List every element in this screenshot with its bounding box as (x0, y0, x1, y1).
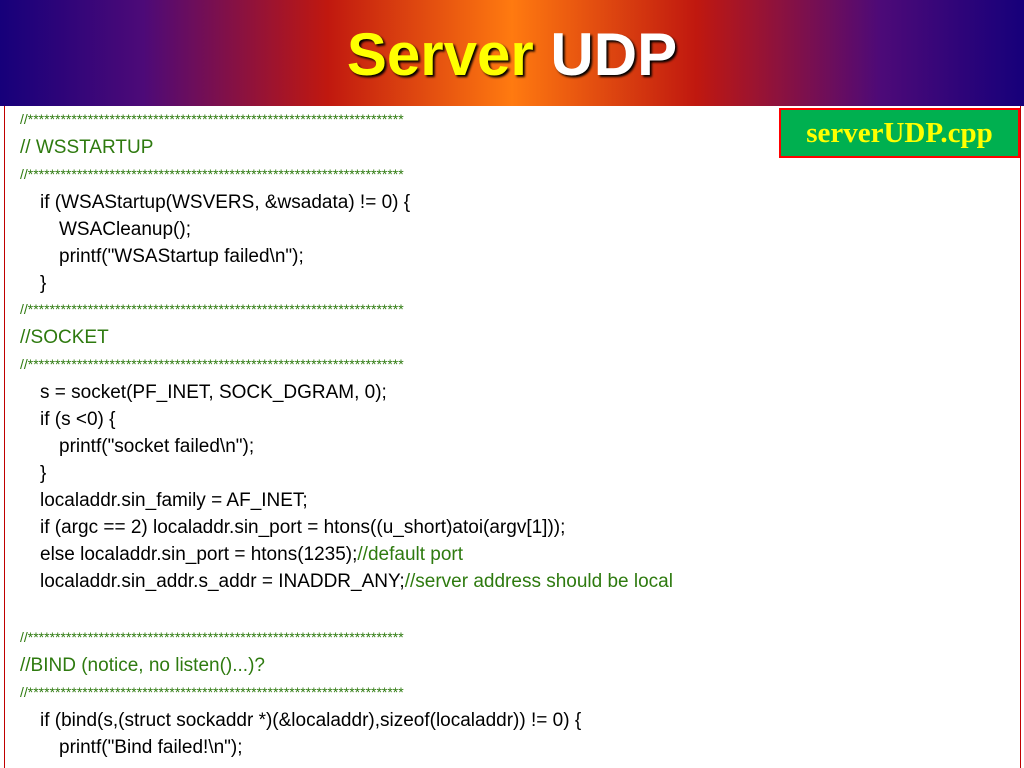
code-comment-separator: //**************************************… (20, 356, 404, 372)
title-word-udp: UDP (550, 21, 678, 88)
code-section-wsstartup: // WSSTARTUP (20, 137, 154, 158)
code-comment-separator: //**************************************… (20, 629, 404, 645)
code-line: localaddr.sin_addr.s_addr = INADDR_ANY;/… (40, 571, 673, 593)
slide-frame-right (1020, 106, 1021, 768)
code-line: if (WSAStartup(WSVERS, &wsadata) != 0) { (40, 192, 411, 213)
code-line: printf("socket failed\n"); (59, 436, 255, 457)
code-line: localaddr.sin_family = AF_INET; (40, 490, 308, 511)
code-comment-separator: //**************************************… (20, 166, 404, 182)
code-line: printf("WSAStartup failed\n"); (59, 246, 304, 267)
code-line: printf("Bind failed!\n"); (59, 737, 243, 758)
code-inline-comment: //default port (357, 544, 464, 565)
code-line: } (40, 273, 47, 294)
code-section-bind: //BIND (notice, no listen()...)? (20, 655, 265, 676)
code-section-socket: //SOCKET (20, 327, 109, 348)
code-line: WSACleanup(); (59, 219, 191, 240)
title-word-server: Server (346, 21, 534, 88)
code-line: } (40, 463, 47, 484)
code-line: if (s <0) { (40, 409, 116, 430)
code-text: else localaddr.sin_port = htons(1235); (40, 544, 358, 565)
code-inline-comment: //server address should be local (404, 571, 673, 592)
code-comment-separator: //**************************************… (20, 684, 404, 700)
code-line: else localaddr.sin_port = htons(1235);//… (40, 544, 463, 566)
file-name-badge: serverUDP.cpp (779, 108, 1020, 158)
slide-frame-left (4, 106, 5, 768)
code-line: if (bind(s,(struct sockaddr *)(&localadd… (40, 710, 582, 731)
code-line: s = socket(PF_INET, SOCK_DGRAM, 0); (40, 382, 387, 403)
title-bar: Server UDP (0, 0, 1024, 106)
code-text: localaddr.sin_addr.s_addr = INADDR_ANY; (40, 571, 405, 592)
slide-title: Server UDP (0, 22, 1024, 88)
code-line: if (argc == 2) localaddr.sin_port = hton… (40, 517, 566, 538)
code-comment-separator: //**************************************… (20, 111, 404, 127)
code-comment-separator: //**************************************… (20, 301, 404, 317)
